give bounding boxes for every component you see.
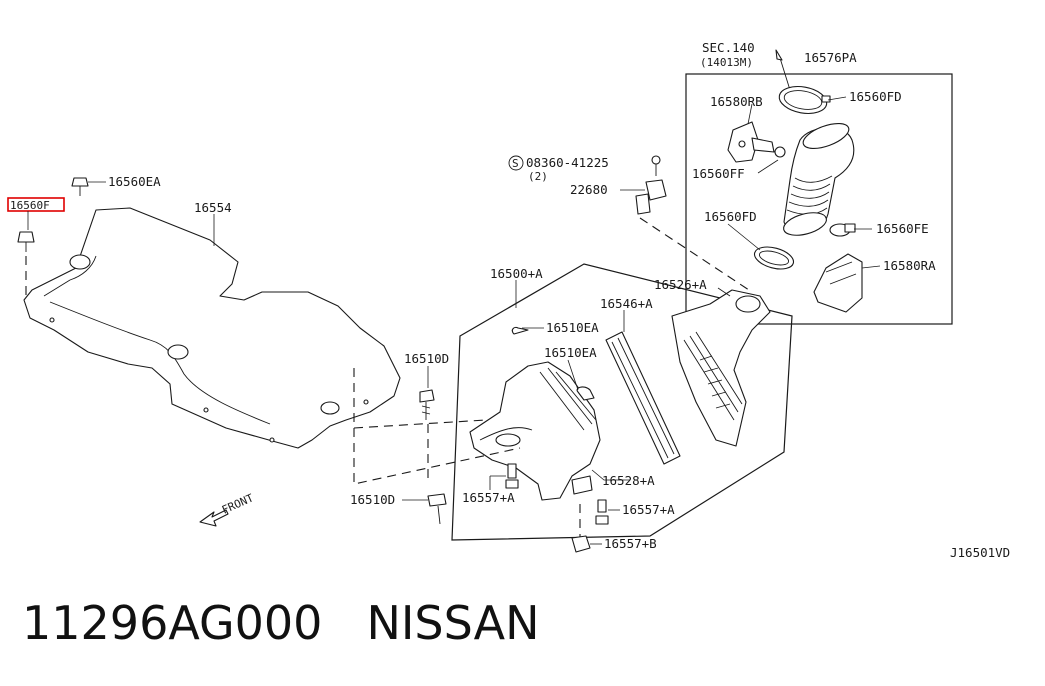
sec-ref-leader (779, 57, 791, 91)
part-number: 11296AG000 (22, 596, 323, 650)
label-08360-qty: (2) (528, 170, 548, 183)
label-16528a[interactable]: 16528+A (602, 473, 655, 488)
air-cleaner-cover-16526a[interactable] (671, 289, 771, 447)
label-16510d-upper[interactable]: 16510D (404, 351, 449, 366)
air-filter-element-16546a[interactable] (605, 331, 681, 465)
clamp-16560fe[interactable] (829, 223, 856, 237)
label-16560fd-top[interactable]: 16560FD (849, 89, 902, 104)
label-16510ea-2[interactable]: 16510EA (544, 345, 597, 360)
install-line-cover (353, 368, 521, 485)
leader-16560fd-top (827, 96, 847, 101)
part-footer: 11296AG000 NISSAN (22, 596, 540, 650)
label-16580rb[interactable]: 16580RB (710, 94, 763, 109)
label-22680[interactable]: 22680 (570, 182, 608, 197)
clip-16510ea-2[interactable] (576, 386, 595, 401)
label-16560ff[interactable]: 16560FF (692, 166, 745, 181)
brand-name: NISSAN (366, 596, 540, 650)
leader-16557a-left (489, 475, 506, 490)
leader-16560ff (757, 159, 779, 174)
label-16500a[interactable]: 16500+A (490, 266, 543, 281)
leader-16580rb (747, 103, 753, 125)
label-16554[interactable]: 16554 (194, 200, 232, 215)
grommet-16557a-right[interactable] (595, 499, 609, 525)
install-line-front (353, 419, 487, 429)
label-16557a-left[interactable]: 16557+A (462, 490, 515, 505)
highlight-16560f (7, 197, 65, 212)
clip-16510ea-1[interactable] (511, 326, 529, 335)
duct-16580ra[interactable] (813, 253, 863, 313)
diagram-code: J16501VD (950, 545, 1010, 560)
sec-ref-arrow-icon (775, 49, 783, 61)
engine-cover-16554[interactable] (23, 207, 401, 449)
clip-16560f[interactable] (17, 231, 35, 298)
air-cleaner-group-frame (451, 263, 793, 541)
label-16560fe[interactable]: 16560FE (876, 221, 929, 236)
clamp-16560fd-mid[interactable] (752, 243, 796, 273)
label-16557a-right[interactable]: 16557+A (622, 502, 675, 517)
air-cleaner-body[interactable] (469, 361, 601, 501)
bolt-16510d-upper[interactable] (419, 389, 435, 420)
screw-symbol-icon: S (508, 155, 524, 171)
duct-group-frame (685, 73, 953, 325)
label-16576pa[interactable]: 16576PA (804, 50, 857, 65)
resonator-16580rb[interactable] (727, 121, 786, 163)
exploded-parts-diagram: SEC.140 (14013M) 16576PA 16580RB 16560FD… (7, 40, 1010, 560)
mass-air-flow-sensor-22680[interactable] (635, 179, 667, 215)
svg-text:S: S (512, 157, 519, 170)
sec-ref-label[interactable]: SEC.140 (702, 40, 755, 55)
clamp-16560fd-top[interactable] (777, 83, 831, 117)
label-16510ea-1[interactable]: 16510EA (546, 320, 599, 335)
leader-16580ra (861, 265, 881, 269)
leader-16560fd-mid (727, 223, 761, 251)
bushing-16557b[interactable] (571, 535, 591, 553)
leader-16526a (717, 287, 731, 297)
label-16546a[interactable]: 16546+A (600, 296, 653, 311)
sensor-install-line (639, 217, 753, 293)
label-16557b[interactable]: 16557+B (604, 536, 657, 551)
label-16560fd-mid[interactable]: 16560FD (704, 209, 757, 224)
clip-16560ea[interactable] (71, 177, 89, 196)
label-08360[interactable]: 08360-41225 (526, 155, 609, 170)
bolt-16510d-lower[interactable] (427, 493, 447, 525)
leader-16528a (591, 469, 630, 481)
label-16580ra[interactable]: 16580RA (883, 258, 936, 273)
leader-16510ea-2 (567, 359, 579, 391)
grommet-16557a-left[interactable] (505, 463, 519, 489)
label-16560ea[interactable]: 16560EA (108, 174, 161, 189)
label-16560f[interactable]: 16560F (10, 199, 50, 212)
front-label: FRONT (220, 491, 256, 516)
label-16526a[interactable]: 16526+A (654, 277, 707, 292)
screw-08360[interactable] (651, 155, 661, 176)
front-direction-arrow-icon (199, 509, 229, 527)
label-16510d-lower[interactable]: 16510D (350, 492, 395, 507)
sec-ref-sub-label: (14013M) (700, 56, 753, 69)
air-duct-hose[interactable] (781, 118, 855, 239)
